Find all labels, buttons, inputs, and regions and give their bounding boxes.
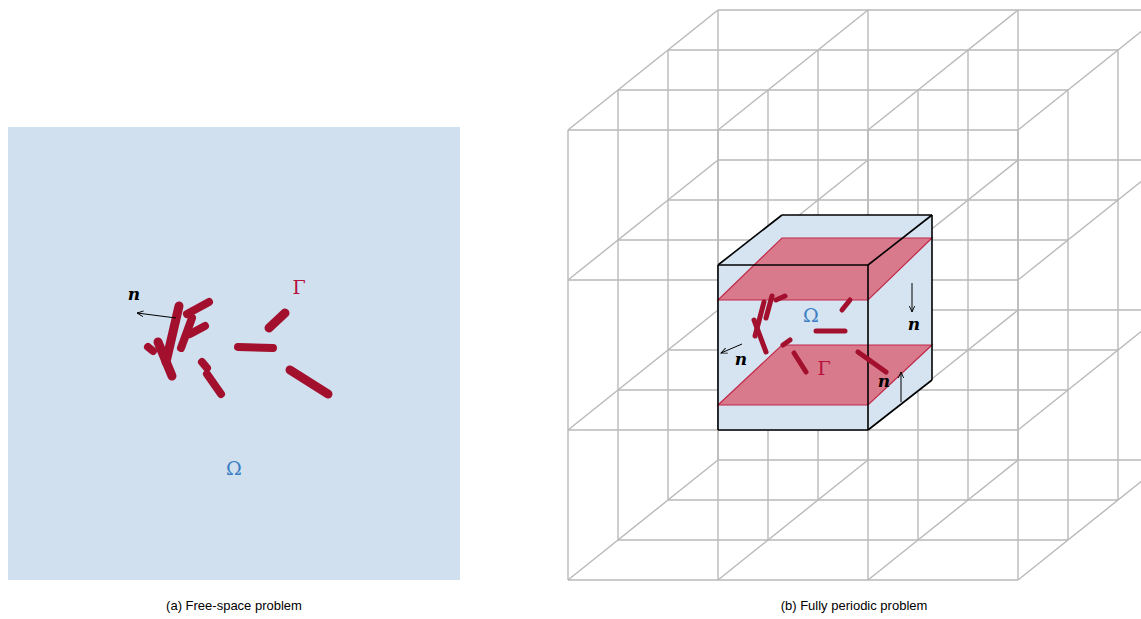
- grid-line: [718, 159, 1141, 160]
- periodic-grid: [568, 10, 1141, 580]
- rod-particle: [754, 320, 766, 352]
- boundary-label: Γ: [292, 278, 305, 297]
- cell-backing: [718, 215, 932, 430]
- grid-line: [1018, 460, 1141, 580]
- rod-particle: [776, 296, 785, 300]
- panel-caption: (a) Free-space problem: [166, 599, 302, 612]
- cell-edge: [868, 380, 932, 430]
- grid-line: [718, 10, 868, 130]
- grid-line: [1018, 160, 1141, 280]
- grid-line: [1017, 10, 1018, 460]
- periodic-domain: [718, 215, 932, 430]
- normal-arrow: [901, 372, 902, 402]
- grid-line: [967, 50, 968, 500]
- cell-edge: [931, 215, 933, 380]
- free-space-domain: [8, 127, 460, 580]
- normal-arrows: [137, 283, 912, 402]
- grid-line: [568, 460, 718, 580]
- rod-particle: [158, 342, 172, 376]
- normal-arrow: [137, 313, 176, 318]
- grid-line: [868, 10, 1018, 130]
- panel-caption: (b) Fully periodic problem: [781, 599, 928, 612]
- wall-plane: [718, 345, 932, 405]
- grid-line: [667, 50, 668, 500]
- grid-line: [1117, 50, 1118, 500]
- normal-arrow: [912, 283, 913, 312]
- grid-line: [1018, 10, 1141, 130]
- grid-line: [1067, 90, 1068, 540]
- grid-line: [668, 49, 1118, 50]
- wall-plane: [718, 238, 932, 300]
- rod-particle: [783, 340, 790, 345]
- cell-edge: [718, 429, 868, 431]
- normal-label: n: [735, 351, 747, 368]
- cell-edge: [718, 215, 782, 265]
- grid-line: [718, 460, 868, 580]
- grid-line: [1018, 310, 1141, 430]
- normal-label: n: [878, 373, 890, 390]
- grid-line: [718, 9, 1141, 10]
- domain-label: Ω: [803, 306, 819, 325]
- rod-particle: [816, 329, 845, 334]
- cell-edge: [717, 265, 719, 430]
- grid-line: [568, 579, 1018, 580]
- grid-line: [868, 460, 1018, 580]
- domain-label: Ω: [226, 459, 242, 478]
- rod-particle: [166, 306, 179, 362]
- grid-line: [718, 459, 1141, 460]
- rod-particle: [202, 362, 207, 368]
- rod-particle: [238, 347, 273, 348]
- normal-label: n: [908, 316, 920, 333]
- grid-line: [568, 160, 718, 280]
- cell-edge: [718, 264, 868, 266]
- cell-edge: [782, 214, 932, 216]
- grid-line: [717, 10, 718, 460]
- rod-particle: [794, 353, 806, 372]
- boundary-label: Γ: [817, 359, 830, 378]
- rod-particles: [148, 296, 886, 394]
- rod-particle: [269, 313, 285, 328]
- cell-edge: [868, 215, 932, 265]
- rod-particle: [190, 326, 205, 334]
- grid-line: [568, 310, 718, 430]
- grid-line: [668, 199, 1118, 200]
- rod-particle: [148, 347, 153, 351]
- rod-particle: [187, 302, 209, 314]
- grid-line: [618, 89, 1068, 90]
- grid-line: [618, 539, 1068, 540]
- grid-line: [567, 130, 568, 580]
- cell-edge: [867, 265, 869, 430]
- normal-label: n: [128, 286, 140, 303]
- grid-line: [568, 129, 1018, 130]
- grid-line: [568, 10, 718, 130]
- rod-particle: [842, 300, 850, 310]
- grid-line: [617, 90, 618, 540]
- rod-particle: [766, 296, 772, 318]
- grid-line: [668, 499, 1118, 500]
- rod-particle: [207, 374, 221, 394]
- rod-particle: [858, 352, 886, 372]
- rod-particle: [290, 370, 328, 394]
- grid-line: [568, 429, 1018, 430]
